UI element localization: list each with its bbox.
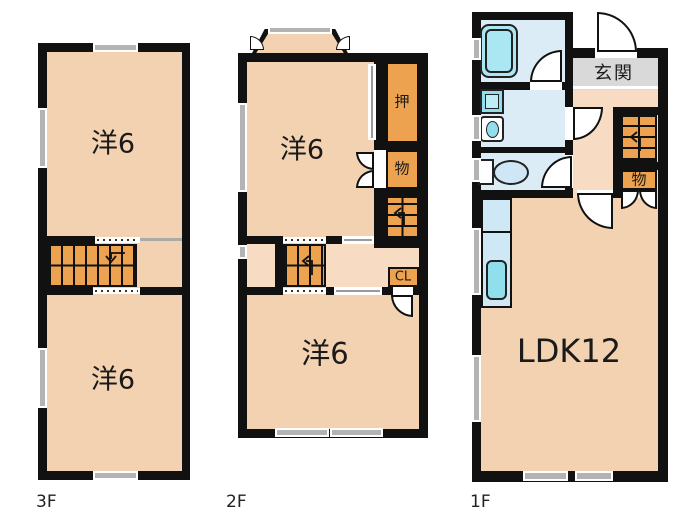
2f-wall-mono-stairs [376, 189, 428, 196]
1f-kitchen-sink [486, 260, 507, 300]
1f-wash-door-opening [565, 107, 573, 140]
2f-oshiire-sliding-door [368, 64, 376, 140]
floor-label-3f: 3F [36, 492, 57, 512]
2f-stairs-down [283, 244, 326, 287]
3f-wall-lower-left [47, 287, 93, 295]
3f-wall-upper [47, 236, 95, 244]
2f-wall-hall-a [247, 287, 275, 295]
floor-label-1f: 1F [470, 492, 491, 512]
1f-washbasin-bowl [486, 121, 499, 138]
2f-stairs-up-arrow-icon [393, 207, 405, 227]
2f-stairs-down-arrow-icon [301, 255, 313, 275]
2f-bay-casement-right [336, 36, 350, 50]
3f-landing-line [140, 238, 182, 241]
2f-mono-label: 物 [394, 159, 410, 178]
3f-wall-lower-right [140, 287, 182, 295]
1f-wall-stairs-mono [613, 162, 658, 170]
2f-wall-hall-d [413, 287, 428, 295]
3f-window-left-top [38, 108, 47, 168]
1f-window-bath [472, 38, 481, 60]
1f-window-ldk-left-bottom [472, 355, 481, 422]
2f-window-left-hall [238, 245, 247, 259]
2f-stairs-side-wall [275, 236, 283, 295]
2f-wall-room-top-a [247, 236, 283, 244]
2f-closet-oshiire [386, 62, 419, 143]
3f-stairs-arrow-icon [105, 252, 125, 264]
1f-mono-label: 物 [631, 170, 647, 189]
2f-wall-under-stairs-up [376, 240, 428, 248]
1f-wall-above-stairs [613, 107, 658, 115]
3f-room-bottom-label: 洋6 [90, 364, 136, 396]
1f-window-wash [472, 115, 481, 141]
2f-window-bottom-right [330, 428, 383, 437]
1f-genkan-label: 玄関 [594, 63, 634, 84]
1f-wall-stairs-left [613, 115, 621, 198]
2f-room-bottom-sliding-door [334, 287, 382, 295]
1f-storage-mono-block [621, 170, 657, 190]
1f-kitchen-divider [481, 231, 512, 233]
2f-room-bottom-label: 洋6 [301, 336, 349, 371]
1f-bathtub [480, 24, 518, 78]
2f-hall-left [247, 244, 275, 287]
2f-wall-hall-c [382, 287, 393, 295]
3f-window-top [93, 43, 138, 52]
2f-stairs-up [386, 196, 419, 240]
1f-window-ldk-left-top [472, 228, 481, 295]
3f-window-bottom [93, 471, 138, 480]
2f-wall-room-top-b [326, 236, 342, 244]
2f-room-top-label: 洋6 [279, 134, 325, 166]
2f-window-left [238, 103, 247, 192]
2f-stairwell-railing [283, 237, 326, 243]
2f-bay-window-floor [255, 33, 345, 55]
2f-cl-label: CL [394, 269, 412, 285]
2f-window-bottom-left [275, 428, 329, 437]
1f-window-bottom-left [523, 471, 568, 481]
1f-entry-opening [595, 48, 637, 58]
1f-toilet-bowl [493, 160, 529, 185]
1f-window-bottom-right [575, 471, 613, 481]
2f-wall-hall-b [326, 287, 334, 295]
1f-genkan [573, 58, 658, 90]
2f-closet-cl [388, 267, 419, 287]
1f-stairs-arrow-icon [629, 131, 641, 151]
2f-room-top-sliding-door [342, 236, 374, 244]
2f-oshiire-label: 押 [394, 92, 410, 111]
2f-cl-door-opening [393, 287, 413, 295]
3f-stairwell-railing-bottom [93, 288, 140, 294]
2f-closet-mono [386, 150, 419, 189]
2f-bay-window-glass [268, 26, 332, 34]
2f-wall-oshiire-mono [376, 143, 428, 150]
1f-window-toilet [472, 158, 481, 182]
3f-window-left-bottom [38, 348, 47, 408]
2f-stairs-down-edge [283, 288, 326, 294]
floor-label-2f: 2F [226, 492, 247, 512]
1f-genkan-step [573, 86, 658, 89]
3f-room-top-label: 洋6 [90, 128, 136, 160]
1f-ldk-label: LDK12 [516, 332, 622, 370]
1f-washing-machine [480, 89, 504, 114]
1f-entrance-door [597, 12, 637, 52]
1f-stairs [621, 115, 657, 162]
1f-bath-door-opening [530, 82, 562, 90]
2f-mono-door-bottom-leaf [356, 170, 374, 188]
2f-mono-door-opening [374, 150, 386, 188]
1f-washbasin [480, 116, 504, 142]
3f-stairwell-railing-top [95, 237, 140, 243]
